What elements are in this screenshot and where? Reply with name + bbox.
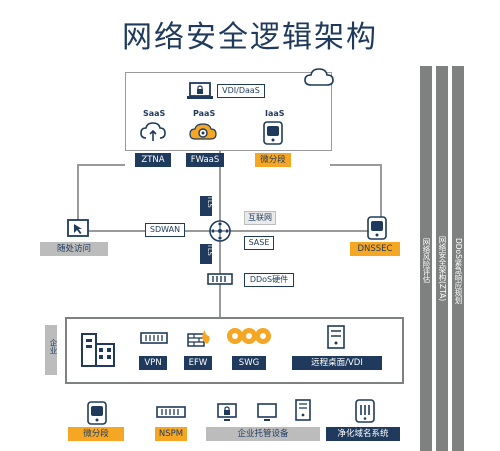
efw-badge: EFW	[184, 356, 212, 370]
dnssec-badge: DNSSEC	[350, 242, 400, 256]
tls-bottom-label: TLS	[200, 244, 214, 264]
microsegmentation-badge-bottom: 微分段	[68, 427, 124, 441]
firewall-icon	[187, 330, 210, 347]
connector-left-top	[77, 164, 125, 166]
monitor-icon	[257, 403, 277, 421]
side-bar-ddos-label: DDoS紧急响应规划	[454, 238, 463, 304]
lock-monitor-icon	[217, 403, 237, 421]
clean-dns-badge: 净化域名系统	[326, 427, 400, 441]
swg-badge: SWG	[232, 356, 266, 370]
side-bar-zta: 网络安全架构(ZTA)	[436, 66, 448, 451]
tower-server-icon	[295, 399, 311, 421]
iaas-label: IaaS	[265, 109, 285, 118]
side-bar-ddos: DDoS紧急响应规划	[452, 66, 464, 451]
hosted-devices-badge: 企业托管设备	[206, 427, 320, 441]
connector-left-up	[77, 164, 79, 230]
vpn-badge: VPN	[139, 356, 167, 370]
enterprise-label-bar: 企业	[45, 325, 58, 375]
sdwan-label: SDWAN	[145, 223, 185, 237]
swg-gears-icon	[227, 328, 271, 344]
ztna-badge: ZTNA	[135, 153, 171, 167]
fwaas-badge: FWaaS	[186, 153, 224, 167]
dns-filter-server-icon	[355, 399, 375, 423]
connector-right-up	[380, 164, 382, 230]
tls-top-text: TLS	[206, 196, 214, 208]
side-bar-zta-label: 网络安全架构(ZTA)	[438, 236, 447, 302]
page-title: 网络安全逻辑架构	[122, 20, 378, 55]
database-lock-icon	[263, 121, 283, 145]
vpn-device-icon	[140, 332, 168, 344]
side-bar-risk-label: 网络风险评估	[422, 238, 431, 283]
remote-access-cursor-icon	[67, 219, 89, 237]
cloud-gear-icon	[189, 123, 217, 140]
paas-label: PaaS	[193, 109, 216, 118]
laptop-lock-icon	[187, 82, 213, 99]
nspm-device-icon	[156, 406, 186, 418]
remote-desktop-server-icon	[327, 325, 345, 349]
network-hub-icon	[209, 220, 231, 242]
connector-right-top	[330, 164, 380, 166]
internet-label: 互联网	[244, 211, 276, 225]
remote-access-badge: 随处访问	[40, 242, 108, 256]
cloud-icon	[304, 68, 334, 86]
remote-desktop-badge: 远程桌面/VDI	[292, 356, 382, 370]
tls-top-label: TLS	[200, 196, 214, 216]
microsegmentation-badge-cloud: 微分段	[255, 153, 291, 167]
building-icon	[81, 333, 115, 367]
sase-label: SASE	[244, 236, 274, 250]
vdi-daas-label: VDI/DaaS	[217, 84, 265, 98]
enterprise-label: 企业	[49, 339, 58, 354]
ddos-hardware-icon	[207, 273, 233, 285]
tls-bottom-text: TLS	[206, 244, 214, 256]
saas-label: SaaS	[143, 109, 166, 118]
nspm-badge: NSPM	[155, 427, 187, 441]
side-bar-risk: 网络风险评估	[420, 66, 432, 451]
cloud-upload-icon	[140, 122, 166, 141]
microsegmentation-server-icon	[87, 401, 107, 425]
ddos-hardware-label: DDoS硬件	[244, 273, 294, 287]
dnssec-server-icon	[367, 216, 387, 240]
